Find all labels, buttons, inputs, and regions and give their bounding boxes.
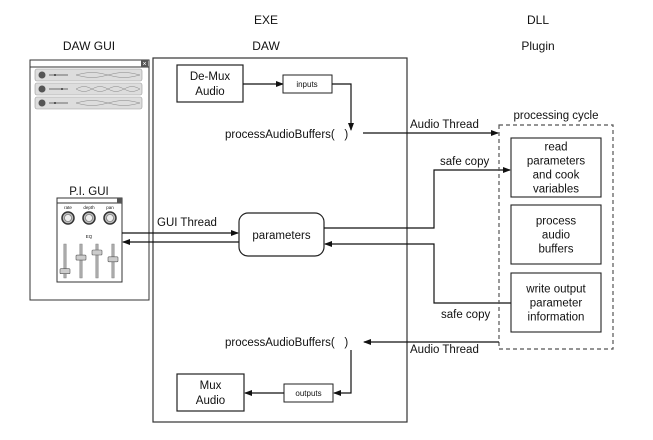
arrow-inputs-to-process — [332, 83, 354, 131]
plugin-gui-title: P.I. GUI — [69, 186, 108, 198]
eq-slider-handle[interactable] — [59, 268, 71, 275]
waveform — [75, 72, 141, 78]
header-daw: DAW — [252, 39, 280, 53]
arrow-safe-copy-in — [324, 167, 511, 229]
waveform — [75, 86, 141, 92]
inputs-box: inputs — [282, 74, 333, 94]
plugin-gui-window: rate depth pan EQ — [56, 197, 123, 283]
eq-slider[interactable] — [91, 243, 103, 279]
step-text: buffers — [539, 244, 574, 256]
plugin-close-icon[interactable] — [117, 198, 122, 203]
inputs-label: inputs — [296, 80, 317, 89]
processing-cycle-label: processing cycle — [513, 110, 598, 122]
demux-audio-box: De-Mux Audio — [176, 64, 244, 103]
process-audio-buffers-bottom: processAudioBuffers( ) — [225, 337, 348, 349]
processing-step-3: write output parameter information — [510, 272, 602, 333]
eq-slider[interactable] — [75, 243, 87, 279]
safe-copy-in-label: safe copy — [440, 156, 489, 168]
eq-slider-handle[interactable] — [75, 254, 87, 261]
track-pan-handle[interactable] — [54, 102, 56, 104]
processing-step-2: process audio buffers — [510, 204, 602, 265]
knob-label: depth — [83, 205, 95, 210]
step-text: process — [536, 216, 577, 228]
header-daw-gui: DAW GUI — [63, 39, 115, 53]
audio-thread-out-label: Audio Thread — [410, 344, 479, 356]
knob-label: rate — [64, 205, 72, 210]
demux-label-2: Audio — [195, 86, 224, 98]
track-row[interactable] — [34, 68, 143, 82]
eq-slider[interactable] — [107, 243, 119, 279]
eq-slider-handle[interactable] — [107, 256, 119, 263]
mux-label-2: Audio — [196, 395, 225, 407]
demux-label-1: De-Mux — [190, 71, 231, 83]
processing-step-1: read parameters and cook variables — [510, 137, 602, 198]
step-text: parameters — [527, 156, 585, 168]
knob-label: pan — [106, 205, 114, 210]
arrow-process-to-outputs — [333, 350, 352, 396]
track-pan-handle[interactable] — [61, 88, 63, 90]
process-audio-buffers-top: processAudioBuffers( ) — [225, 129, 348, 141]
parameters-box: parameters — [238, 212, 325, 257]
close-glyph: × — [142, 61, 146, 68]
knob-rate[interactable]: rate — [61, 205, 75, 225]
track-pan-handle[interactable] — [54, 74, 56, 76]
daw-exe-box — [152, 57, 408, 423]
step-text: information — [528, 312, 585, 324]
step-text: variables — [533, 184, 579, 196]
knob-pan[interactable]: pan — [103, 205, 117, 225]
audio-thread-in-label: Audio Thread — [410, 119, 479, 131]
eq-slider[interactable] — [59, 243, 71, 279]
close-icon[interactable] — [141, 60, 148, 67]
eq-label: EQ — [86, 234, 93, 239]
step-text: and cook — [533, 170, 580, 182]
step-text: write output — [525, 284, 586, 296]
outputs-box: outputs — [283, 383, 334, 403]
track-record-icon[interactable] — [38, 99, 46, 107]
track-row[interactable] — [34, 96, 143, 110]
processing-cycle-box — [498, 124, 614, 350]
header-plugin: Plugin — [521, 39, 554, 53]
track-list — [34, 68, 143, 110]
header-dll: DLL — [527, 13, 549, 27]
step-text: parameter — [530, 298, 583, 310]
track-row[interactable] — [34, 82, 143, 96]
track-record-icon[interactable] — [38, 71, 46, 79]
gui-thread-label: GUI Thread — [157, 217, 217, 229]
mux-audio-box: Mux Audio — [176, 373, 245, 412]
track-record-icon[interactable] — [38, 85, 46, 93]
step-text: audio — [542, 230, 570, 242]
arrow-safe-copy-out — [324, 241, 511, 304]
eq-slider-handle[interactable] — [91, 249, 103, 256]
mux-label-1: Mux — [200, 380, 222, 392]
knob-depth[interactable]: depth — [82, 205, 96, 225]
outputs-label: outputs — [295, 389, 321, 398]
step-text: read — [544, 142, 567, 154]
header-exe: EXE — [254, 13, 278, 27]
waveform — [75, 100, 141, 106]
safe-copy-out-label: safe copy — [441, 309, 490, 321]
parameters-label: parameters — [252, 230, 310, 242]
